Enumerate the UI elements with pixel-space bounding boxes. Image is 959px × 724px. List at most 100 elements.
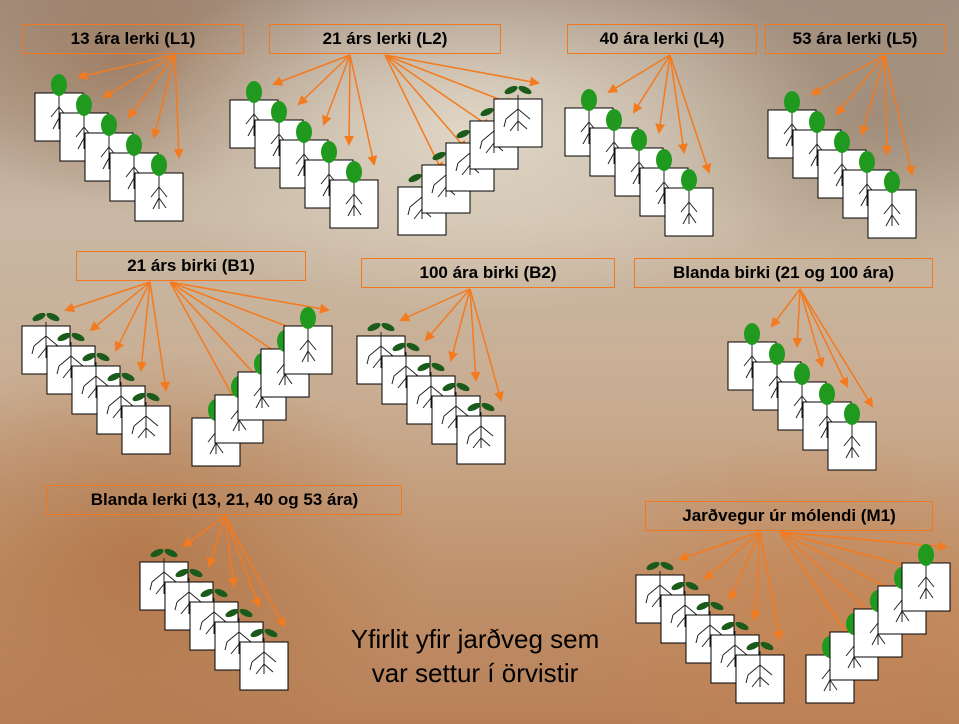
label-L1: 13 ára lerki (L1) [22,24,244,54]
caption-line-2: var settur í örvistir [371,658,579,688]
root-icon [808,130,826,167]
root-icon [150,173,168,210]
root-icon [670,591,698,628]
arrow-BL-2 [224,515,238,588]
root-icon [441,392,469,429]
conifer-tree-icon [51,74,67,96]
seedling-leaf-icon [467,402,481,412]
seedling-leaf-icon [164,548,178,558]
root-icon [391,352,419,389]
seedling-leaf-icon [264,628,278,638]
root-icon [199,598,227,635]
root-icon [630,148,648,185]
seedling-leaf-icon [456,382,470,392]
conifer-tree-icon [656,149,672,171]
conifer-tree-icon [101,114,117,136]
root-icon [31,322,59,359]
label-B2: 100 ára birki (B2) [361,258,615,288]
seedling-leaf-icon [225,608,239,618]
seedling-leaf-icon [710,601,724,611]
seedling-leaf-icon [146,392,160,402]
seedling-leaf-icon [480,107,494,117]
pot-L1-4 [134,154,184,222]
seedling-leaf-icon [431,362,445,372]
seedling-leaf-icon [32,312,46,322]
arrow-BB-4 [799,288,874,408]
arrow-L5-4 [884,54,916,176]
pot-M1t-4 [901,544,951,612]
caption: Yfirlit yfir jarðveg sem var settur í ör… [285,622,665,690]
arrow-BB-2 [799,288,825,368]
seedling-leaf-icon [175,568,189,578]
conifer-tree-icon [834,131,850,153]
pot-BB-4 [827,403,877,471]
root-icon [680,188,698,225]
seedling-leaf-icon [71,332,85,342]
seedling-leaf-icon [132,392,146,402]
pot-M1-4 [735,641,785,704]
seedling-leaf-icon [392,342,406,352]
arrow-L4-3 [669,54,688,154]
arrow-L2s-3 [384,54,516,107]
conifer-tree-icon [918,544,934,566]
conifer-tree-icon [300,307,316,329]
root-icon [503,95,531,132]
label-B1: 21 árs birki (B1) [76,251,306,281]
arrow-L5-1 [835,54,886,116]
seedling-leaf-icon [121,372,135,382]
conifer-tree-icon [581,89,597,111]
conifer-tree-icon [151,154,167,176]
root-icon [580,108,598,145]
root-icon [743,342,761,379]
arrow-M1-4 [759,531,784,641]
arrow-L4-4 [669,54,712,174]
arrow-BL-1 [206,515,226,568]
arrow-L2s-4 [384,54,540,87]
arrow-L4-2 [655,54,671,134]
seedling-leaf-icon [82,352,96,362]
arrow-L5-3 [881,54,892,156]
seedling-leaf-icon [481,402,495,412]
caption-line-1: Yfirlit yfir jarðveg sem [350,624,600,654]
arrow-M1t-3 [779,531,924,573]
seedling-leaf-icon [442,382,456,392]
seedling-leaf-icon [760,641,774,651]
arrow-M1t-1 [779,531,876,618]
arrow-L1-3 [151,54,176,139]
arrow-L1-1 [102,54,176,99]
arrow-BL-0 [182,515,226,548]
conifer-tree-icon [76,94,92,116]
label-BL: Blanda lerki (13, 21, 40 og 53 ára) [47,485,402,515]
root-icon [320,160,338,197]
conifer-tree-icon [794,363,810,385]
conifer-tree-icon [859,151,875,173]
arrow-B2-3 [469,288,481,382]
seedling-leaf-icon [746,641,760,651]
arrow-L1-4 [173,54,184,159]
arrow-L4-1 [632,54,671,114]
root-icon [174,578,202,615]
pot-L5-4 [867,171,917,239]
conifer-tree-icon [769,343,785,365]
seedling-leaf-icon [518,85,532,95]
root-icon [245,100,263,137]
arrow-B1-1 [89,281,151,332]
conifer-tree-icon [809,111,825,133]
pot-L2-4 [329,161,379,229]
root-icon [131,402,159,439]
seedling-leaf-icon [660,561,674,571]
arrow-M1-1 [703,531,761,581]
conifer-tree-icon [844,403,860,425]
seedling-leaf-icon [721,621,735,631]
arrow-M1-0 [678,531,761,562]
arrow-L2s-2 [384,54,492,129]
root-icon [720,631,748,668]
arrow-L2s-1 [384,54,468,151]
arrow-M1-2 [728,531,761,601]
seedling-leaf-icon [417,362,431,372]
root-icon [295,140,313,177]
root-icon [793,382,811,419]
root-icon [833,150,851,187]
conifer-tree-icon [784,91,800,113]
seedling-leaf-icon [408,173,422,183]
